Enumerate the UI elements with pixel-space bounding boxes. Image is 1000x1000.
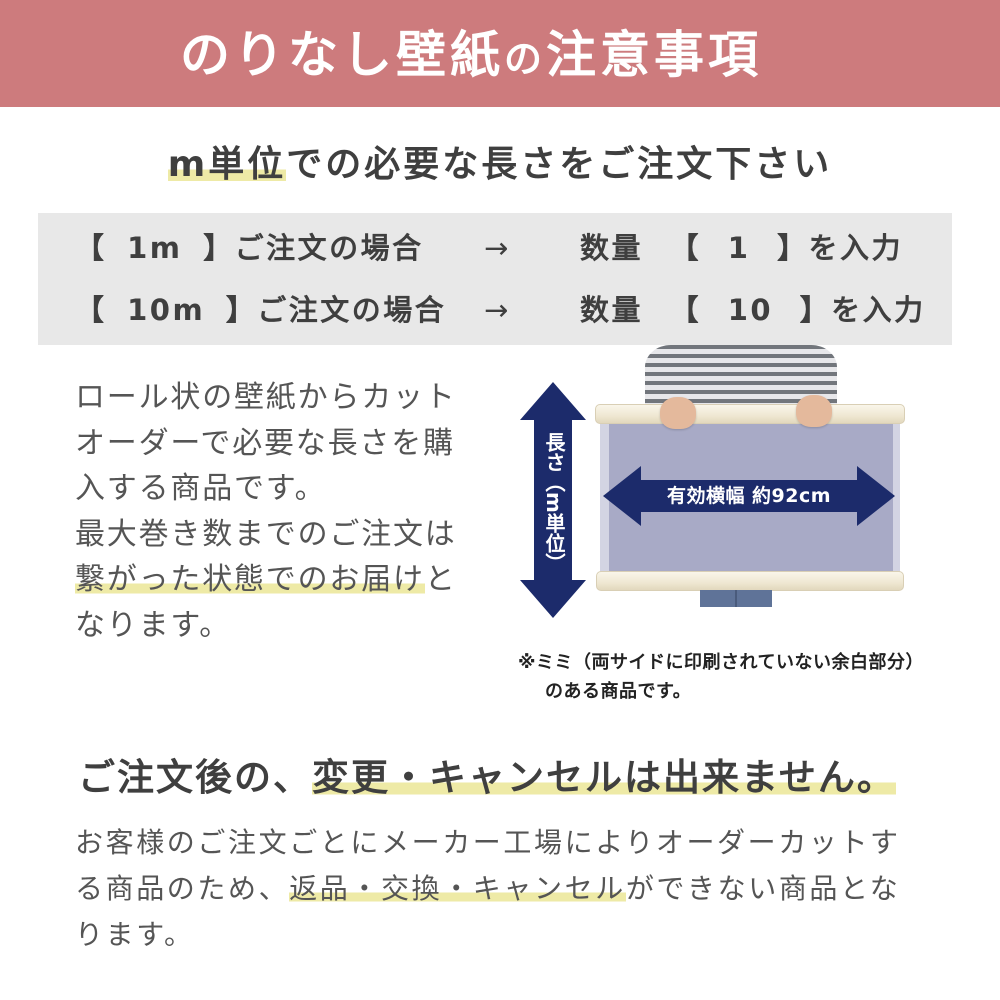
order-result: 数量 【 10 】を入力 xyxy=(580,293,926,327)
description-highlight: 繋がった状態でのお届け xyxy=(75,562,425,597)
description-line: なります。 xyxy=(75,607,231,643)
order-condition: 【 10m 】ご注文の場合 xyxy=(75,293,447,327)
double-arrow-horizontal-icon xyxy=(603,466,895,526)
description-line: オーダーで必要な長さを購 xyxy=(75,425,455,461)
description-line-rest: と xyxy=(424,562,457,597)
roll-top-bar xyxy=(595,404,905,424)
product-description: ロール状の壁紙からカット オーダーで必要な長さを購 入する商品です。 最大巻き数… xyxy=(75,375,457,648)
order-row: 【 10m 】ご注文の場合 → 数量 【 10 】を入力 xyxy=(38,287,952,333)
order-quantity-box: 【 1m 】ご注文の場合 → 数量 【 1 】を入力 【 10m 】ご注文の場合… xyxy=(38,213,952,345)
width-arrow-shape xyxy=(603,466,895,526)
cancellation-line-after: ができない商品とな xyxy=(625,872,901,905)
title-particle: の xyxy=(504,37,547,81)
cancellation-line-before: る商品のため、 xyxy=(75,872,290,905)
selvage-note-line2: のある商品です。 xyxy=(545,681,692,702)
right-arrow-icon: → xyxy=(484,231,509,265)
double-arrow-vertical-icon xyxy=(520,382,586,618)
cancellation-heading-highlight: 変更・キャンセルは出来ません。 xyxy=(312,756,896,799)
cancellation-body: お客様のご注文ごとにメーカー工場によりオーダーカットす る商品のため、返品・交換… xyxy=(75,820,901,958)
length-label: 長さ（m単位） xyxy=(542,432,566,573)
cancellation-line: ります。 xyxy=(75,918,195,951)
description-line: 繋がった状態でのお届けと xyxy=(75,557,457,603)
right-hand xyxy=(796,395,832,427)
right-arrow-icon: → xyxy=(484,293,509,327)
subtitle-highlight: m単位 xyxy=(167,144,287,185)
selvage-note-line1: ※ミミ（両サイドに印刷されていない余白部分） xyxy=(518,652,924,673)
cancellation-line: る商品のため、返品・交換・キャンセルができない商品とな xyxy=(75,866,901,912)
cancellation-highlight: 返品・交換・キャンセル xyxy=(289,872,626,905)
order-condition: 【 1m 】ご注文の場合 xyxy=(75,231,424,265)
header-banner xyxy=(0,0,1000,107)
title-end: 注意事項 xyxy=(546,26,763,84)
cancellation-heading: ご注文後の、変更・キャンセルは出来ません。 xyxy=(78,754,896,802)
cancellation-line: お客様のご注文ごとにメーカー工場によりオーダーカットす xyxy=(75,826,901,859)
order-result: 数量 【 1 】を入力 xyxy=(580,231,903,265)
description-line: ロール状の壁紙からカット xyxy=(75,380,457,415)
description-line: 最大巻き数までのご注文は xyxy=(75,516,457,552)
order-row: 【 1m 】ご注文の場合 → 数量 【 1 】を入力 xyxy=(38,225,952,271)
subtitle: m単位での必要な長さをご注文下さい xyxy=(0,140,1000,190)
left-hand xyxy=(660,397,696,429)
length-arrow-shape xyxy=(520,382,586,618)
page-title: のりなし壁紙の注意事項 xyxy=(180,24,762,86)
jeans-leg-gap xyxy=(735,590,737,607)
cancellation-heading-plain: ご注文後の、 xyxy=(78,756,312,799)
description-line: 入する商品です。 xyxy=(75,471,327,506)
title-main: のりなし壁紙 xyxy=(180,26,504,84)
roll-bottom-bar xyxy=(596,571,904,591)
subtitle-rest: での必要な長さをご注文下さい xyxy=(286,144,833,185)
width-label: 有効横幅 約92cm xyxy=(666,485,832,507)
